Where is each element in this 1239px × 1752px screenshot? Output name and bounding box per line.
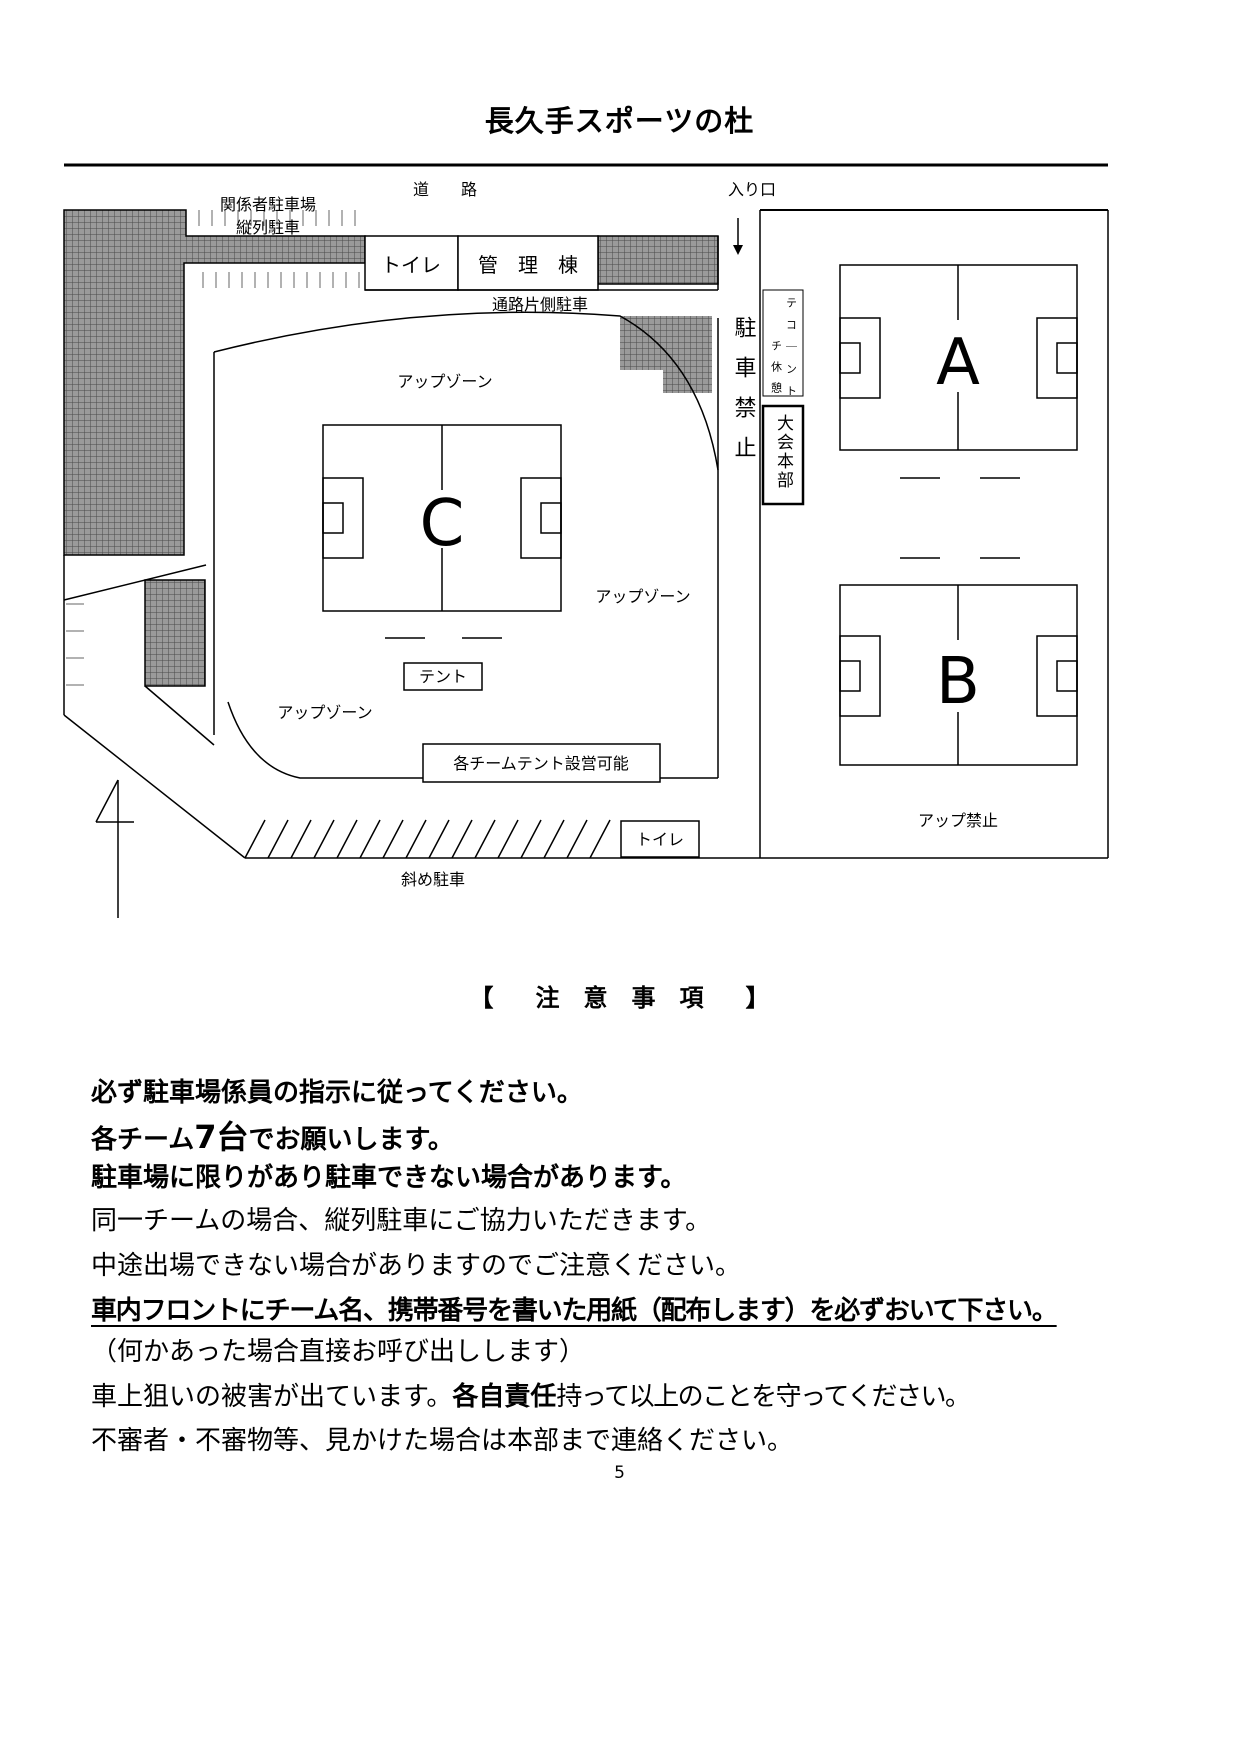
note-line-8c: 持って以上のことを守ってください。 [556, 1382, 971, 1412]
page-number: 5 [614, 1463, 625, 1483]
note-line-5: 中途出場できない場合がありますのでご注意ください。 [91, 1251, 742, 1281]
note-line-4: 同一チームの場合、縦列駐車にご協力いただきます。 [91, 1206, 712, 1236]
note-line-7: （何かあった場合直接お呼び出しします） [91, 1337, 586, 1367]
parking-area-small [144, 579, 206, 687]
hq-label: 大会本部 [773, 414, 794, 490]
note-line-8b: 各自責任 [452, 1382, 557, 1412]
rest-tent-label-col2: チ休憩 [770, 340, 783, 403]
field-b-label: B [936, 645, 980, 719]
note-line-6: 車内フロントにチーム名、携帯番号を書いた用紙（配布します）を必ずおいて下さい。 [91, 1296, 1058, 1326]
up-zone-label-2: アップゾーン [595, 587, 690, 606]
no-parking-label: 駐車禁止 [731, 316, 757, 476]
page-title: 長久手スポーツの杜 [484, 104, 755, 138]
hq-box [761, 404, 805, 506]
staff-parking-label: 関係者駐車場 [220, 195, 316, 214]
diagonal-parking-label: 斜め駐車 [401, 870, 465, 889]
road-label: 道 路 [413, 180, 477, 199]
note-line-1: 必ず駐車場係員の指示に従ってください。 [91, 1078, 583, 1108]
no-warmup-label: アップ禁止 [918, 811, 998, 830]
tandem-parking-label: 縦列駐車 [236, 218, 300, 237]
heading-bracket-close: 】 [745, 984, 770, 1012]
note-line-2a: 各チーム [91, 1125, 195, 1155]
note-line-2c: でお願いします。 [248, 1125, 454, 1155]
road-parking-marks [66, 210, 360, 686]
tent-box [403, 662, 483, 691]
note-line-2b: 7台 [194, 1118, 249, 1156]
rest-tent-label-col1: テコ｜ント [785, 297, 798, 407]
notes-heading: 【 注 意 事 項 】 [0, 978, 1239, 1013]
note-line-9: 不審者・不審物等、見かけた場合は本部まで連絡ください。 [91, 1426, 794, 1456]
parking-area-top-right [597, 235, 719, 285]
field-b [839, 584, 1078, 766]
tent-label: テント [419, 667, 467, 686]
team-tents-box [422, 743, 661, 783]
diagonal-parking-stripes [244, 819, 611, 859]
field-c [322, 424, 562, 612]
entrance-label: 入り口 [728, 180, 776, 199]
note-line-3: 駐車場に限りがあり駐車できない場合があります。 [91, 1163, 687, 1193]
team-rest-tent-box [762, 289, 804, 397]
admin-building-label: 管 理 棟 [478, 253, 578, 277]
side-parking-label: 通路片側駐車 [492, 295, 588, 314]
entrance-arrow [733, 245, 743, 255]
north-arrow-icon [95, 779, 134, 918]
note-line-2: 各チーム7台でお願いします。 [91, 1112, 454, 1158]
heading-text: 注 意 事 項 [535, 984, 704, 1012]
toilet-bottom-label: トイレ [636, 830, 684, 849]
up-zone-label-3: アップゾーン [277, 703, 372, 722]
toilet-bottom-box [620, 820, 700, 858]
field-a-label: A [936, 326, 980, 400]
parking-area-side [620, 316, 712, 393]
team-tents-label: 各チームテント設営可能 [453, 754, 629, 773]
toilet-top-label: トイレ [381, 253, 441, 277]
field-c-area-curve [213, 311, 719, 471]
venue-map: 道 路 入り口 関係者駐車場 縦列駐車 トイレ 管 理 棟 通路片側駐車 アップ… [63, 163, 1109, 918]
field-a [839, 264, 1078, 451]
note-line-8: 車上狙いの被害が出ています。各自責任持って以上のことを守ってください。 [91, 1376, 971, 1413]
heading-bracket-open: 【 [469, 984, 494, 1012]
up-zone-label-1: アップゾーン [397, 372, 492, 391]
field-c-label: C [420, 487, 465, 561]
note-line-8a: 車上狙いの被害が出ています。 [91, 1382, 453, 1412]
